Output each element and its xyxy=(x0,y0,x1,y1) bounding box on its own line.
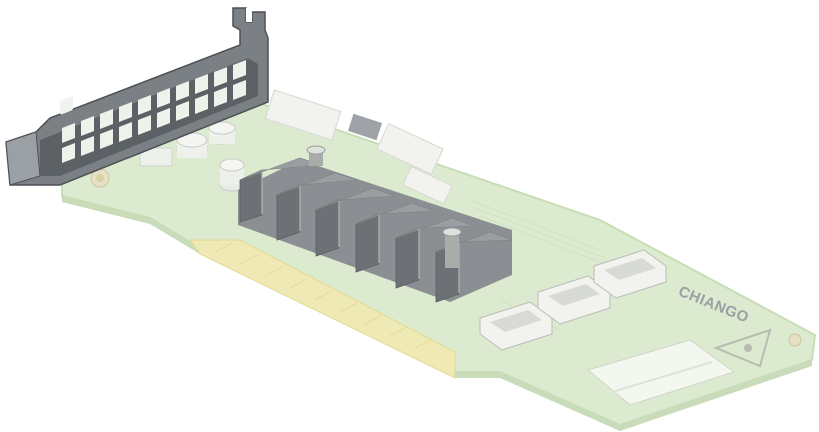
capacitor xyxy=(208,121,236,145)
warning-triangle-icon xyxy=(713,328,772,368)
sas-connector xyxy=(537,275,611,325)
gold-edge-contacts xyxy=(189,239,456,379)
screw-hole xyxy=(788,333,802,347)
spring-screw xyxy=(442,227,462,268)
capacitor xyxy=(219,158,245,192)
product-label xyxy=(586,339,736,406)
pci-bracket-icon xyxy=(5,7,269,186)
sas-connector xyxy=(593,249,667,299)
power-connector xyxy=(264,89,342,141)
board-components xyxy=(90,89,611,331)
sas-connector xyxy=(479,301,553,351)
bracket-vent-grid xyxy=(62,60,246,163)
sas-connectors xyxy=(479,249,667,351)
bracket-vents xyxy=(60,96,73,115)
jumper-header xyxy=(347,113,383,141)
chip xyxy=(139,147,173,167)
spring-screw xyxy=(306,145,326,166)
header-connector xyxy=(376,122,444,176)
heatsink xyxy=(238,145,513,303)
capacitor xyxy=(176,132,208,158)
small-connector xyxy=(402,165,453,205)
